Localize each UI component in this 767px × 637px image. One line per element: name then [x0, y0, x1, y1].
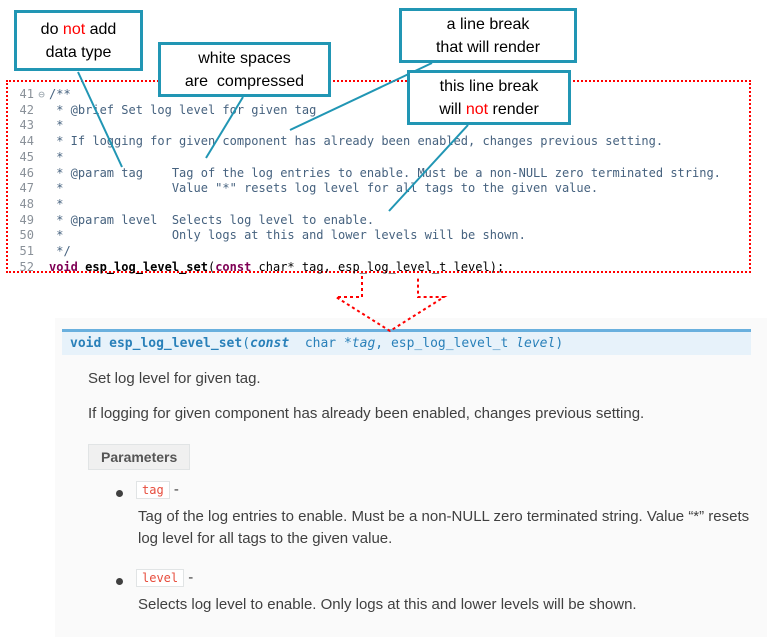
callout-text: are compressed [184, 72, 305, 90]
param-dash: - [184, 569, 194, 586]
code-editor-snippet: 41 ⊖ /** 42 * @brief Set log level for giv… [6, 80, 751, 276]
code-line: 43 * [12, 118, 747, 134]
code-line: 49 * @param level Selects log level to e… [12, 213, 747, 229]
code-text: * [49, 149, 64, 164]
function-name: esp_log_level_set [85, 259, 208, 274]
code-text: * @param level Selects log level to enab… [49, 212, 375, 227]
fold-marker-icon [34, 150, 49, 166]
callout-text: data type [45, 43, 112, 61]
param-description: Selects log level to enable. Only logs a… [138, 596, 637, 613]
fold-marker-icon [34, 181, 49, 197]
param-name-code: level [136, 569, 185, 587]
callout-whitespace: white spaces are compressed [158, 42, 331, 97]
line-number: 49 [19, 212, 34, 227]
code-text: */ [49, 244, 71, 259]
code-text: * If logging for given component has alr… [49, 134, 664, 149]
sig-return-type: void [70, 336, 110, 351]
callout-text: this line break [439, 77, 539, 95]
line-number: 52 [19, 259, 34, 274]
param-name-code: tag [136, 481, 170, 499]
function-signature: void esp_log_level_set(const char *tag, … [62, 329, 751, 355]
keyword-const: const [215, 259, 252, 274]
callout-break-norender: this line break will not render [407, 70, 571, 125]
callout-text: that will render [435, 38, 541, 56]
sig-type: esp_log_level_t [390, 336, 517, 351]
fold-marker-icon: ⊖ [38, 88, 45, 101]
code-text: * @brief Set log level for given tag [49, 102, 317, 117]
detailed-description: If logging for given component has alrea… [88, 405, 645, 422]
brief-description: Set log level for given tag. [88, 370, 261, 387]
code-text: * @param tag Tag of the log entries to e… [49, 165, 721, 180]
line-number: 45 [19, 149, 34, 164]
fold-marker-icon [34, 103, 49, 119]
fold-marker-icon [34, 213, 49, 229]
param-description: Tag of the log entries to enable. Must b… [138, 508, 750, 547]
line-number: 43 [19, 118, 34, 133]
fold-marker-icon [34, 260, 49, 276]
code-line: 46 * @param tag Tag of the log entries t… [12, 166, 747, 182]
parameters-heading: Parameters [88, 444, 191, 470]
code-line-function-declaration: 52 void esp_log_level_set(const char* tag… [12, 260, 747, 276]
code-line: 45 * [12, 150, 747, 166]
line-number: 50 [19, 228, 34, 243]
code-line: 50 * Only logs at this and lower levels … [12, 228, 747, 244]
code-line: 44 * If logging for given component has … [12, 134, 747, 150]
fold-marker-icon [34, 166, 49, 182]
line-number: 42 [19, 102, 34, 117]
line-number: 51 [19, 244, 34, 259]
param-item-level: level - [136, 569, 194, 587]
callout-text: white spaces [198, 49, 291, 67]
callout-text: a line break [446, 15, 530, 33]
fold-marker-icon [34, 118, 49, 134]
fold-marker-icon [34, 244, 49, 260]
code-text: char* tag, esp_log_level_t level); [251, 259, 505, 274]
line-number: 46 [19, 165, 34, 180]
sig-const-keyword: const [250, 336, 290, 351]
rendered-doc-panel: void esp_log_level_set(const char *tag, … [55, 318, 767, 637]
bullet-icon [116, 490, 123, 497]
code-line: 47 * Value "*" resets log level for all … [12, 181, 747, 197]
callout-text: will not render [439, 100, 539, 118]
callout-break-render: a line break that will render [399, 8, 577, 63]
sig-param-level: level [516, 336, 556, 351]
line-number: 48 [19, 196, 34, 211]
fold-marker-icon [34, 134, 49, 150]
line-number: 47 [19, 181, 34, 196]
callout-text: do not add [40, 20, 117, 38]
code-line: 48 * [12, 197, 747, 213]
sig-function-name: esp_log_level_set [109, 336, 243, 351]
sig-punct: ( [242, 336, 251, 351]
code-line: 51 */ [12, 244, 747, 260]
fold-marker-icon [34, 197, 49, 213]
param-dash: - [169, 481, 179, 498]
line-number: 44 [19, 134, 34, 149]
keyword-void: void [49, 259, 86, 274]
code-text: * [49, 118, 64, 133]
code-text: ( [207, 259, 216, 274]
code-line: 42 * @brief Set log level for given tag [12, 103, 747, 119]
code-text: * [49, 196, 64, 211]
fold-marker-icon [34, 228, 49, 244]
sig-type: char * [289, 336, 352, 351]
bullet-icon [116, 578, 123, 585]
sig-punct: , [375, 336, 391, 351]
code-line: 41 ⊖ /** [12, 87, 747, 103]
callout-no-datatype: do not add data type [14, 10, 143, 71]
code-text: /** [49, 87, 71, 101]
sig-punct: ) [555, 336, 564, 351]
code-text: * Only logs at this and lower levels wil… [49, 228, 526, 243]
code-text: * Value "*" resets log level for all tag… [49, 181, 599, 196]
param-item-tag: tag - [136, 481, 179, 499]
sig-param-tag: tag [351, 336, 376, 351]
line-number: 41 [19, 87, 34, 101]
